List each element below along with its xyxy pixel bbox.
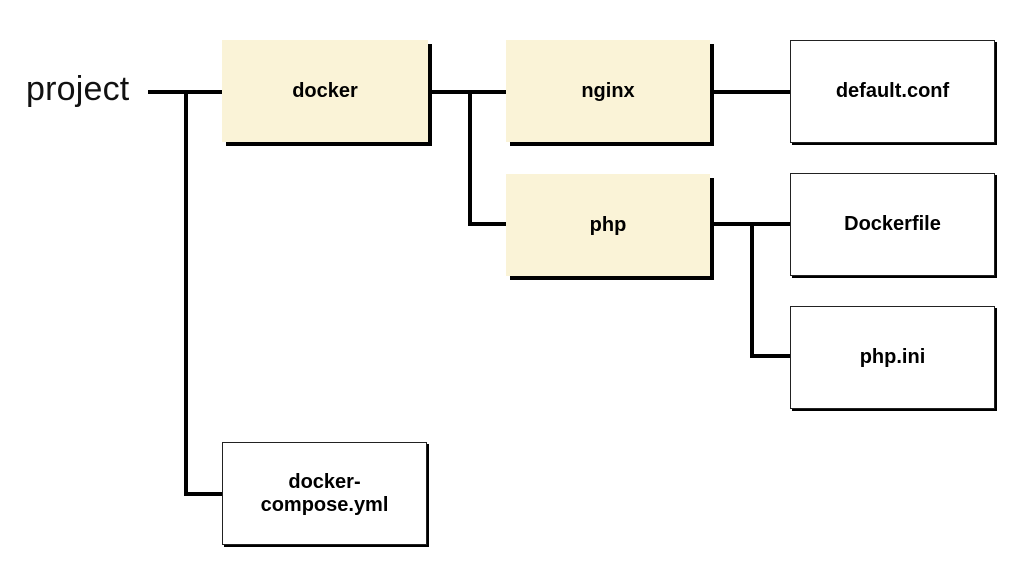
connector-docker-trunk — [468, 90, 472, 226]
folder-docker[interactable]: docker — [222, 40, 428, 142]
file-php-ini[interactable]: php.ini — [790, 306, 995, 409]
folder-php[interactable]: php — [506, 174, 710, 276]
connector-nginx-to-default-conf — [714, 90, 790, 94]
root-folder-label: project — [26, 70, 130, 108]
connector-docker-to-php — [468, 222, 506, 226]
connector-php-to-php-ini — [750, 354, 790, 358]
connector-php-trunk — [750, 222, 754, 358]
file-default-conf[interactable]: default.conf — [790, 40, 995, 143]
connector-root-trunk — [184, 90, 188, 496]
folder-nginx[interactable]: nginx — [506, 40, 710, 142]
file-docker-compose-yml[interactable]: docker- compose.yml — [222, 442, 427, 545]
connector-root-to-compose — [184, 492, 222, 496]
file-dockerfile[interactable]: Dockerfile — [790, 173, 995, 276]
